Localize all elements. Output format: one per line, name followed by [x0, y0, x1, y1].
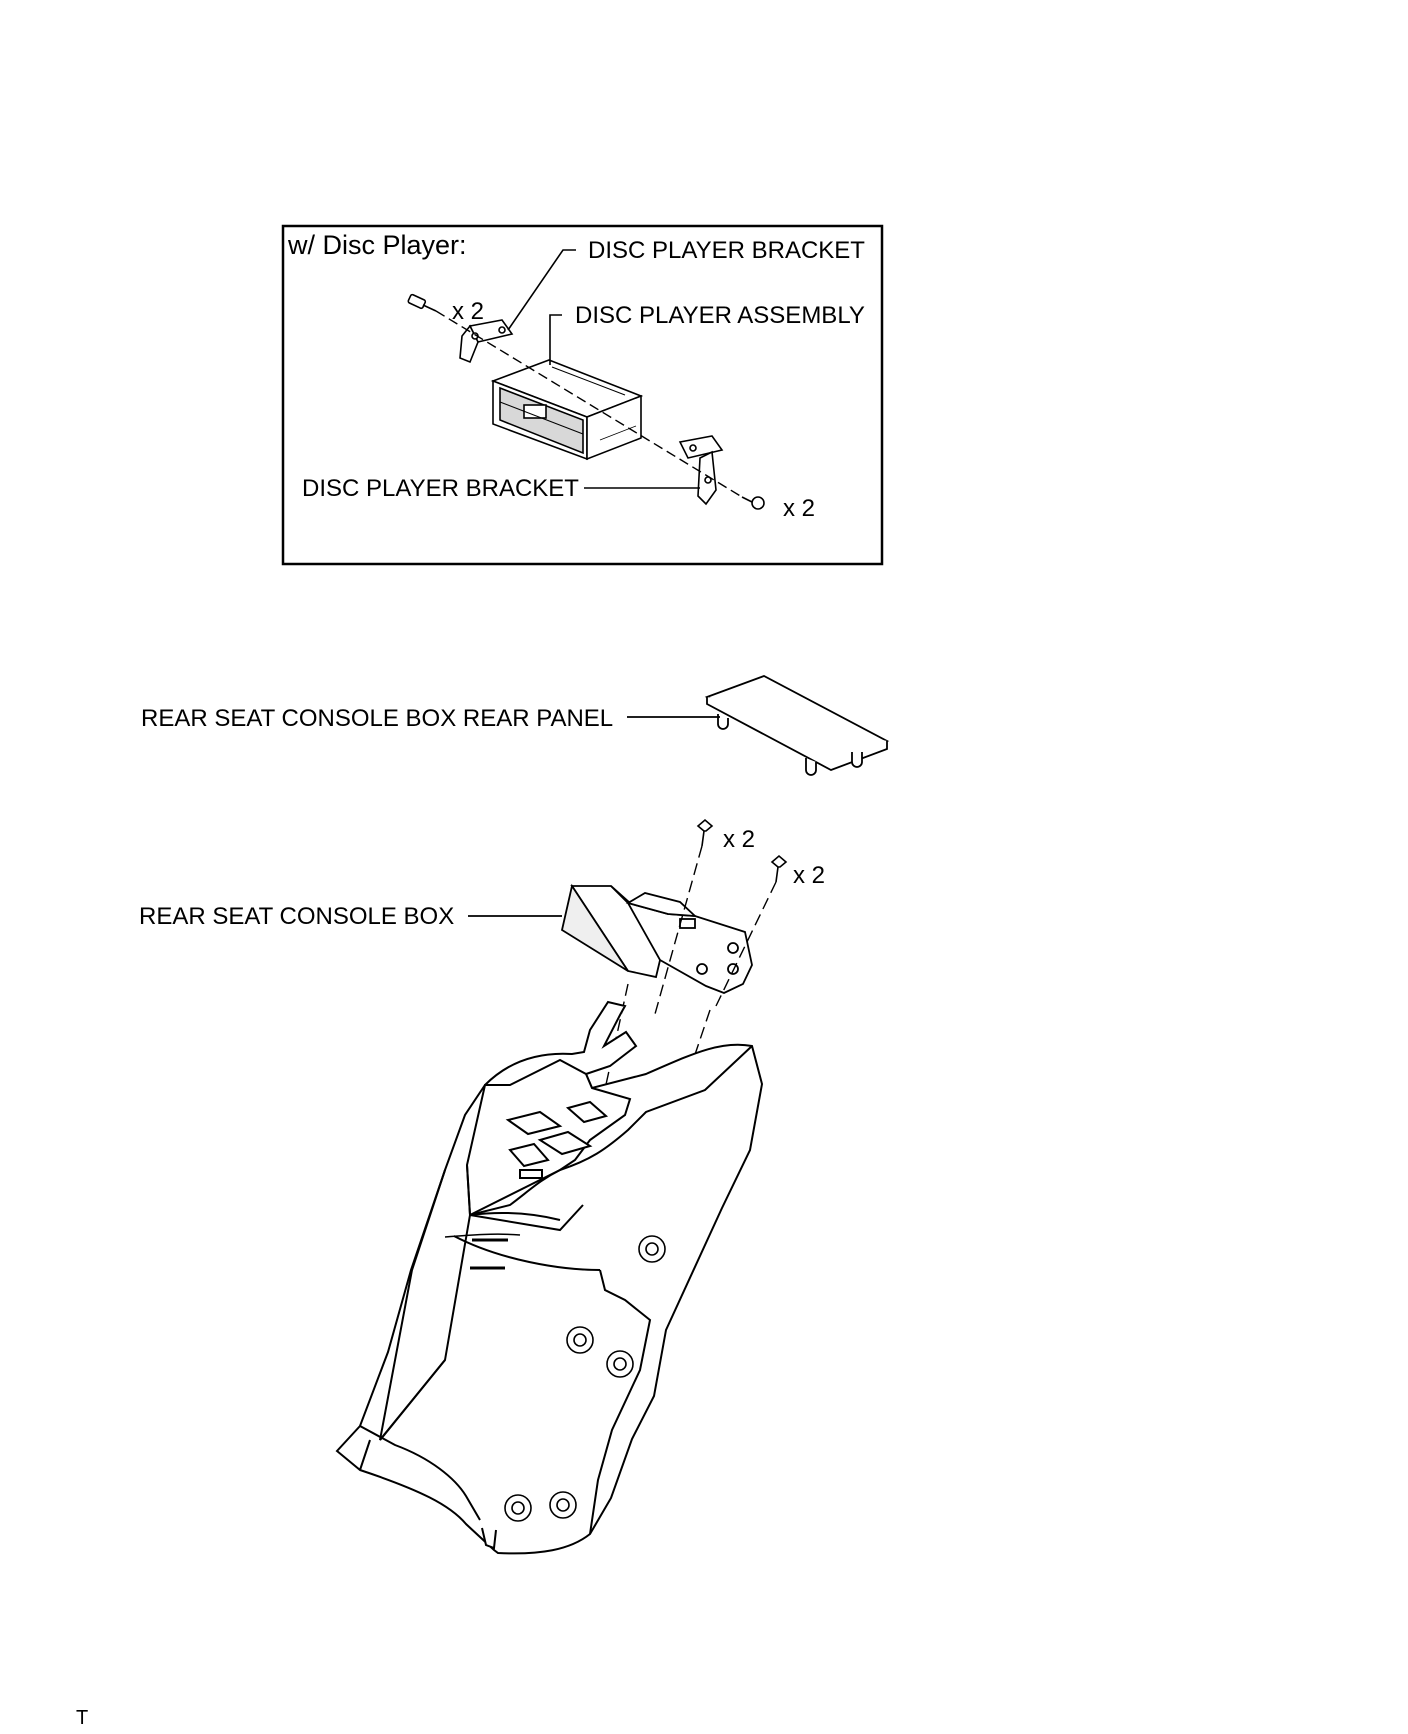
screw-icon-inset-left	[407, 293, 437, 312]
screw-icon-lower	[770, 854, 788, 883]
inset-title: w/ Disc Player:	[288, 230, 467, 260]
label-disc-player-assembly: DISC PLAYER ASSEMBLY	[575, 302, 865, 329]
screw-icon-upper	[696, 818, 714, 847]
disc-player-bracket-upper	[459, 319, 514, 364]
disc-player-assembly	[490, 359, 644, 461]
label-disc-player-bracket-bottom: DISC PLAYER BRACKET	[302, 475, 579, 502]
console-body	[335, 1000, 764, 1555]
rear-seat-console-box-rear-panel	[704, 675, 890, 776]
qty-console-lower: x 2	[793, 862, 826, 889]
qty-inset-left: x 2	[452, 298, 485, 325]
inset-leader-lines	[507, 249, 700, 489]
footer-mark: T	[76, 1707, 89, 1729]
screw-icon-inset-right	[741, 496, 765, 510]
qty-console-upper: x 2	[723, 826, 756, 853]
label-rear-seat-console-box-rear-panel: REAR SEAT CONSOLE BOX REAR PANEL	[141, 705, 614, 732]
disc-player-inset-frame	[281, 224, 884, 566]
qty-inset-right: x 2	[783, 495, 816, 522]
console-bolt-bosses	[504, 1235, 666, 1522]
disc-player-bracket-lower	[678, 435, 724, 506]
rear-seat-console-box	[560, 883, 753, 994]
label-rear-seat-console-box: REAR SEAT CONSOLE BOX	[139, 903, 455, 930]
label-disc-player-bracket-top: DISC PLAYER BRACKET	[588, 237, 865, 264]
